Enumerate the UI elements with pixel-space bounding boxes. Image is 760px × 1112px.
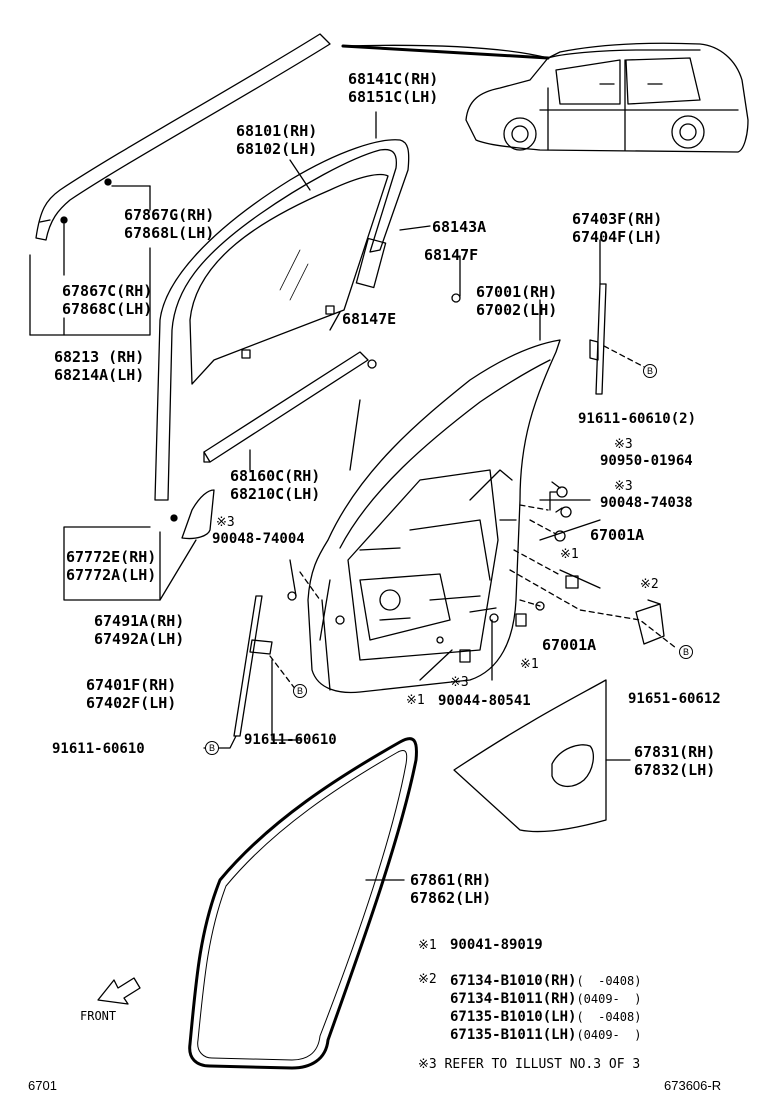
- label-68101: 68101(RH): [236, 122, 318, 140]
- label-67862: 67862(LH): [410, 889, 492, 907]
- mark-3-90048-38: ※3: [614, 479, 633, 494]
- door-glass: [189, 173, 389, 385]
- bolt-marker-b-4: B: [679, 645, 693, 659]
- division-bar-rear: [589, 283, 651, 395]
- note-2-mark: ※2: [418, 972, 437, 987]
- label-68147f: 68147F: [424, 246, 479, 264]
- bolt-marker-b-3: B: [205, 741, 219, 755]
- note-2-range: ( -0408): [576, 1010, 642, 1024]
- mark-1-top: ※1: [560, 547, 579, 562]
- note-2-range: (0409- ): [576, 992, 642, 1006]
- note-2-range: (0409- ): [576, 1028, 642, 1042]
- label-67001a-bot: 67001A: [542, 636, 597, 654]
- label-67861: 67861(RH): [410, 871, 492, 889]
- note-2-part: 67134-B1010: [450, 973, 543, 989]
- note-2-side: (LH): [542, 1009, 577, 1025]
- label-67492a: 67492A(LH): [94, 630, 185, 648]
- belt-molding: [203, 293, 461, 463]
- label-91611-60610-b: 91611-60610: [52, 741, 145, 757]
- label-91651-60612: 91651-60612: [628, 691, 721, 707]
- door-panel: [307, 339, 561, 694]
- note-1-part: 90041-89019: [450, 937, 543, 953]
- label-67772e: 67772E(RH): [66, 548, 157, 566]
- bracket-lines: [63, 526, 197, 601]
- door-lock-actuator: [635, 599, 665, 645]
- mark-2: ※2: [640, 577, 659, 592]
- note-2-side: (RH): [542, 991, 577, 1007]
- door-weatherstrip: [188, 737, 418, 1070]
- label-68210c: 68210C(LH): [230, 485, 321, 503]
- note-2-row: 67135-B1010(LH)( -0408): [450, 1006, 642, 1025]
- mark-3-90044: ※3: [450, 675, 469, 690]
- note-2-range: ( -0408): [576, 974, 642, 988]
- footer-right-code: 673606-R: [664, 1078, 722, 1093]
- roof-molding: [35, 33, 331, 241]
- mark-3-90048-04: ※3: [216, 515, 235, 530]
- label-67832: 67832(LH): [634, 761, 716, 779]
- label-90048-74004: 90048-74004: [212, 531, 305, 547]
- label-67868l: 67868L(LH): [124, 224, 215, 242]
- label-67001: 67001(RH): [476, 283, 558, 301]
- clip-leaders-67867: [29, 178, 151, 336]
- corner-cover: [170, 489, 215, 540]
- label-91611-60610-a: 91611-60610: [244, 732, 337, 748]
- fasteners: [287, 486, 579, 663]
- label-68151c: 68151C(LH): [348, 88, 439, 106]
- bolt-marker-b-2: B: [293, 684, 307, 698]
- label-67831: 67831(RH): [634, 743, 716, 761]
- note-3: ※3 REFER TO ILLUST NO.3 OF 3: [418, 1057, 641, 1072]
- mark-1-mid: ※1: [520, 657, 539, 672]
- car-silhouette: [341, 42, 749, 153]
- label-68214a: 68214A(LH): [54, 366, 145, 384]
- label-67868c: 67868C(LH): [62, 300, 153, 318]
- leader-lines: [289, 399, 677, 681]
- label-68160c: 68160C(RH): [230, 467, 321, 485]
- note-1-mark: ※1: [418, 938, 437, 953]
- label-67867g: 67867G(RH): [124, 206, 215, 224]
- label-67403f: 67403F(RH): [572, 210, 663, 228]
- label-67491a: 67491A(RH): [94, 612, 185, 630]
- label-leaders: [249, 111, 601, 471]
- label-67002: 67002(LH): [476, 301, 558, 319]
- label-68102: 68102(LH): [236, 140, 318, 158]
- label-90044-80541: 90044-80541: [438, 693, 531, 709]
- note-2-part: 67135-B1010: [450, 1009, 543, 1025]
- service-hole-cover: [453, 679, 631, 833]
- note-2-table: 67134-B1010(RH)( -0408) 67134-B1011(RH)(…: [450, 970, 642, 1043]
- note-2-part: 67134-B1011: [450, 991, 543, 1007]
- label-68213: 68213 (RH): [54, 348, 145, 366]
- label-67404f: 67404F(LH): [572, 228, 663, 246]
- label-68143a: 68143A: [432, 218, 487, 236]
- note-2-row: 67135-B1011(LH)(0409- ): [450, 1024, 642, 1043]
- note-2-part: 67135-B1011: [450, 1027, 543, 1043]
- mark-1-90044: ※1: [406, 693, 425, 708]
- label-67772a: 67772A(LH): [66, 566, 157, 584]
- mark-3-90950: ※3: [614, 437, 633, 452]
- footer-left-code: 6701: [28, 1078, 57, 1093]
- label-67401f: 67401F(RH): [86, 676, 177, 694]
- front-arrow-icon: [97, 977, 141, 1005]
- label-68147e: 68147E: [342, 310, 397, 328]
- note-2-row: 67134-B1011(RH)(0409- ): [450, 988, 642, 1007]
- note-2-side: (RH): [542, 973, 577, 989]
- label-90950: 90950-01964: [600, 453, 693, 469]
- label-67402f: 67402F(LH): [86, 694, 177, 712]
- label-67867c: 67867C(RH): [62, 282, 153, 300]
- division-bar-front: [203, 595, 301, 749]
- label-91611-2: 91611-60610(2): [578, 411, 697, 427]
- label-68141c: 68141C(RH): [348, 70, 439, 88]
- note-2-side: (LH): [542, 1027, 577, 1043]
- glass-run-channel: [154, 139, 410, 501]
- label-90048-74038: 90048-74038: [600, 495, 693, 511]
- label-67001a-top: 67001A: [590, 526, 645, 544]
- front-label: FRONT: [80, 1009, 117, 1023]
- note-2-row: 67134-B1010(RH)( -0408): [450, 970, 642, 989]
- bolt-marker-b-1: B: [643, 364, 657, 378]
